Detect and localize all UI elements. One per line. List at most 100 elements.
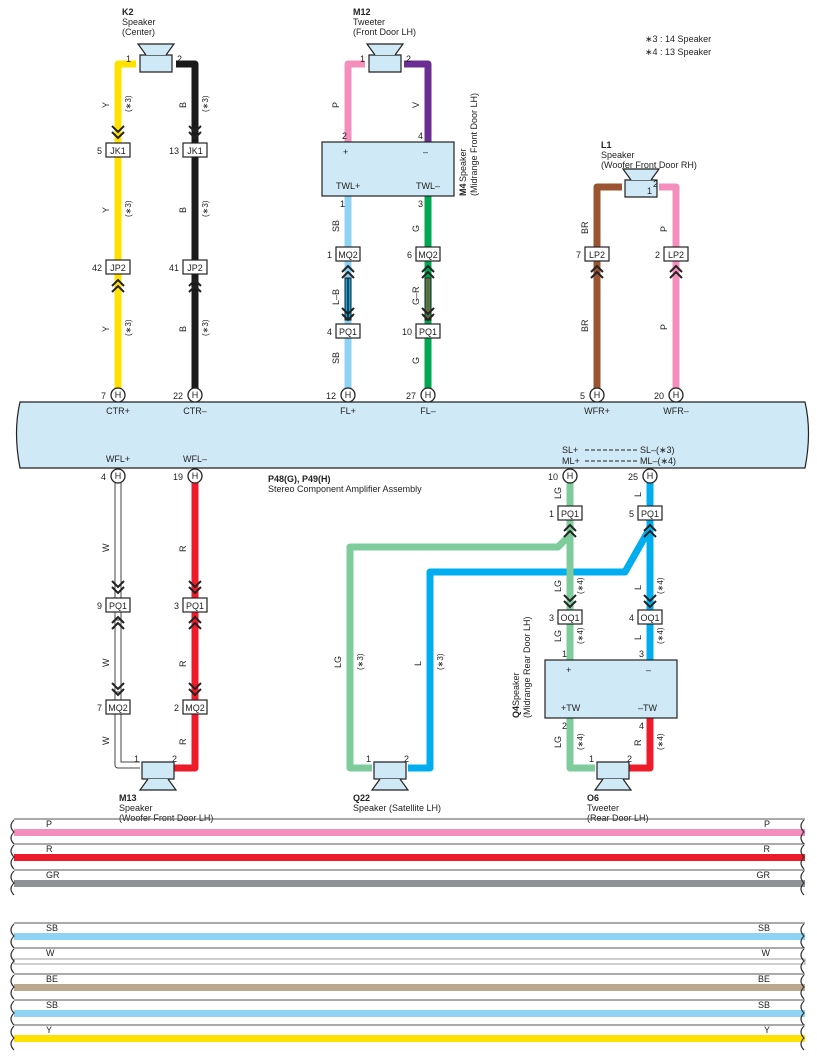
connector-mq2-7: MQ2 7 xyxy=(97,699,131,715)
svg-text:13: 13 xyxy=(169,146,179,156)
svg-text:2: 2 xyxy=(655,250,660,260)
svg-text:22: 22 xyxy=(173,391,183,401)
legend-break-mark xyxy=(10,948,15,974)
amp-pin-10: H 10 xyxy=(548,468,578,484)
svg-text:L: L xyxy=(633,492,643,497)
amp-pin-ctr-minus: H 22 CTR– xyxy=(173,387,207,416)
svg-text:H: H xyxy=(567,471,574,481)
svg-text:2: 2 xyxy=(627,754,632,764)
svg-text:LG: LG xyxy=(553,487,563,499)
svg-text:5: 5 xyxy=(97,146,102,156)
svg-text:R: R xyxy=(178,545,188,552)
amp-pin-wfl-minus: WFL– H 19 xyxy=(173,454,207,484)
svg-text:(Woofer Front Door LH): (Woofer Front Door LH) xyxy=(119,813,213,823)
legend-break-mark xyxy=(10,974,15,1000)
svg-text:M12: M12 xyxy=(353,7,371,17)
svg-text:WFL–: WFL– xyxy=(183,454,207,464)
legend-label-left: BE xyxy=(46,974,58,984)
legend-stripe xyxy=(14,880,805,887)
svg-text:WFR+: WFR+ xyxy=(584,406,610,416)
speaker-k2: 1 2 K2 Speaker (Center) xyxy=(122,7,182,73)
svg-text:R: R xyxy=(633,739,643,746)
svg-text:G–R: G–R xyxy=(411,286,421,305)
svg-text:42: 42 xyxy=(92,263,102,273)
amplifier-body xyxy=(15,401,810,469)
svg-text:B: B xyxy=(178,102,188,108)
svg-text:1: 1 xyxy=(647,186,652,196)
wire-r-wfl xyxy=(174,482,199,772)
amp-pin-fl-minus: H 27 FL– xyxy=(406,387,436,416)
svg-text:LG: LG xyxy=(553,580,563,592)
svg-text:–: – xyxy=(423,147,428,157)
svg-text:(∗4): (∗4) xyxy=(656,577,665,594)
svg-text:Speaker: Speaker xyxy=(601,150,635,160)
amplifier-code: P48(G), P49(H) xyxy=(268,474,331,484)
connector-mq2-1: MQ2 1 xyxy=(327,246,361,262)
connector-jk1-13: JK1 13 xyxy=(169,142,208,158)
svg-text:M13: M13 xyxy=(119,793,137,803)
svg-text:SB: SB xyxy=(331,352,341,364)
svg-text:JK1: JK1 xyxy=(110,146,126,156)
svg-text:L1: L1 xyxy=(601,140,612,150)
legend-break-mark xyxy=(800,923,805,949)
svg-text:H: H xyxy=(673,390,680,400)
svg-text:Speaker: Speaker xyxy=(511,672,521,706)
svg-text:MQ2: MQ2 xyxy=(338,250,358,260)
connector-jp2-41: JP2 41 xyxy=(169,259,208,275)
svg-text:LG: LG xyxy=(553,630,563,642)
amp-pin-fl-plus: H 12 FL+ xyxy=(326,387,356,416)
svg-text:Speaker: Speaker xyxy=(458,148,468,182)
svg-text:Tweeter: Tweeter xyxy=(353,17,385,27)
svg-text:1: 1 xyxy=(134,754,139,764)
connector-pq1-1: PQ1 1 xyxy=(549,505,583,521)
svg-text:1: 1 xyxy=(366,754,371,764)
svg-text:PQ1: PQ1 xyxy=(339,327,357,337)
amp-pin-ctr-plus: H 7 CTR+ xyxy=(101,387,130,416)
legend-stripe xyxy=(14,1010,805,1017)
legend-break-mark xyxy=(800,948,805,974)
svg-text:1: 1 xyxy=(360,54,365,64)
legend-label-right: BE xyxy=(758,974,770,984)
svg-text:FL+: FL+ xyxy=(340,406,356,416)
svg-text:W: W xyxy=(101,736,111,745)
connector-pq1-10: PQ1 10 xyxy=(402,323,441,339)
svg-text:PQ1: PQ1 xyxy=(561,509,579,519)
svg-text:H: H xyxy=(115,471,122,481)
amp-pin-wfr-minus: H 20 WFR– xyxy=(654,387,689,416)
connector-lp2-2: LP2 2 xyxy=(655,246,689,262)
svg-text:BR: BR xyxy=(580,319,590,332)
svg-text:–: – xyxy=(646,665,651,675)
svg-text:2: 2 xyxy=(562,721,567,731)
svg-text:+TW: +TW xyxy=(561,703,581,713)
wire-r-o6 xyxy=(628,718,654,772)
speaker-l1: 1 2 L1 Speaker (Woofer Front Door RH) xyxy=(601,140,697,198)
svg-text:19: 19 xyxy=(173,472,183,482)
svg-text:3: 3 xyxy=(418,199,423,209)
connector-pq1-4: PQ1 4 xyxy=(327,323,361,339)
svg-text:JP2: JP2 xyxy=(187,263,203,273)
svg-text:V: V xyxy=(411,102,421,108)
wire-b-center xyxy=(176,60,199,395)
wire-p-wfr xyxy=(659,183,680,395)
svg-text:1: 1 xyxy=(340,199,345,209)
connector-pq1-9: PQ1 9 xyxy=(97,597,131,613)
wire-y-center xyxy=(114,60,136,395)
wire-p-tweeter xyxy=(344,60,365,142)
legend-break-mark xyxy=(800,974,805,1000)
legend-label-left: P xyxy=(46,819,52,829)
wire-lg-o6 xyxy=(566,718,595,772)
svg-text:2: 2 xyxy=(653,179,658,189)
amp-top-pins: H 7 CTR+ H 22 CTR– H 12 FL+ H 27 FL– H 5… xyxy=(101,387,689,416)
svg-text:BR: BR xyxy=(580,221,590,234)
svg-text:FL–: FL– xyxy=(420,406,436,416)
svg-text:(∗3): (∗3) xyxy=(124,319,133,336)
svg-text:L: L xyxy=(413,661,423,666)
speaker-q22: 1 2 Q22 Speaker (Satellite LH) xyxy=(353,754,441,813)
amp-bottom-pins: WFL+ H 4 WFL– H 19 H 10 H 25 xyxy=(101,454,658,484)
svg-text:5: 5 xyxy=(580,391,585,401)
svg-text:WFL+: WFL+ xyxy=(106,454,130,464)
connector-jk1-5: JK1 5 xyxy=(97,142,131,158)
